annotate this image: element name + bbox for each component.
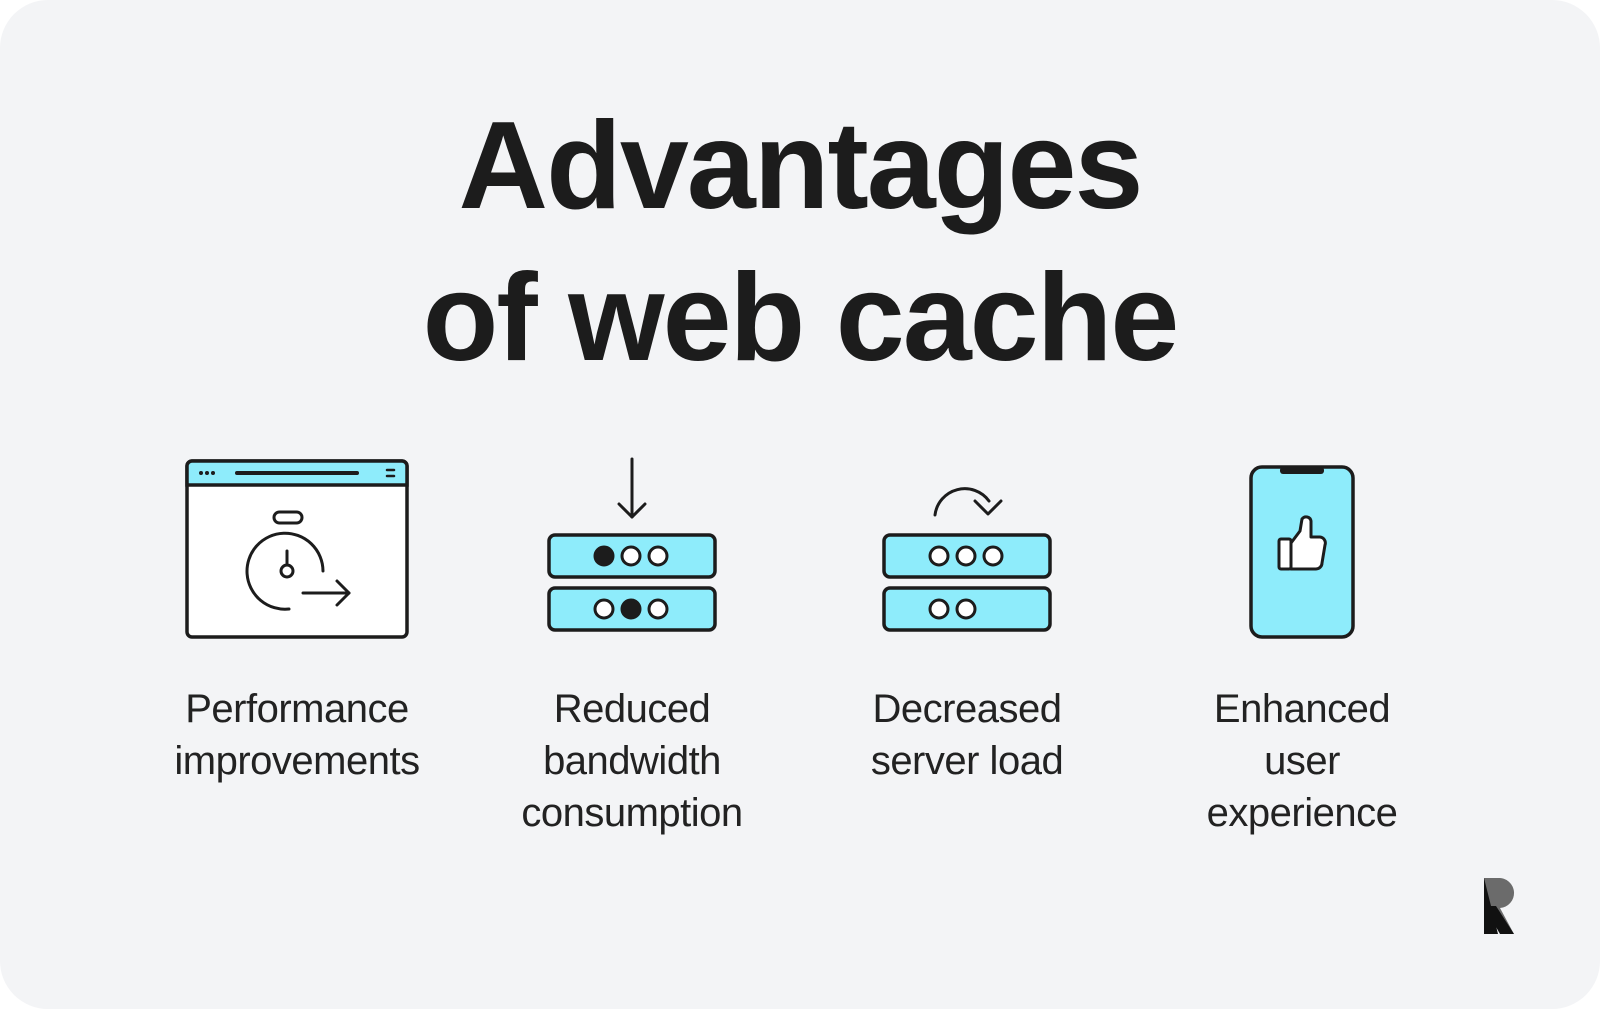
- label-line: consumption: [521, 791, 743, 835]
- label-line: bandwidth: [543, 739, 721, 783]
- server-download-icon: [547, 457, 717, 632]
- advantage-performance: Performance improvements: [137, 455, 457, 855]
- advantage-label: Enhanced user experience: [1142, 683, 1462, 839]
- title-line-2: of web cache: [422, 249, 1180, 387]
- phone-thumbs-up-icon: [1249, 465, 1355, 639]
- advantage-label: Decreased server load: [807, 683, 1127, 787]
- advantage-user-experience: Enhanced user experience: [1142, 455, 1462, 855]
- label-line: Decreased: [872, 687, 1062, 731]
- label-line: Reduced: [553, 687, 711, 731]
- title-line-1: Advantages: [458, 97, 1144, 235]
- label-line: experience: [1206, 791, 1398, 835]
- server-refresh-icon: [882, 487, 1052, 632]
- page-title: Advantages of web cache: [0, 90, 1600, 394]
- label-line: Enhanced: [1213, 687, 1391, 731]
- advantage-label: Reduced bandwidth consumption: [472, 683, 792, 839]
- brand-logo-icon: [1484, 878, 1515, 934]
- advantage-server-load: Decreased server load: [807, 455, 1127, 855]
- label-line: improvements: [174, 739, 420, 783]
- browser-stopwatch-icon: [185, 459, 409, 639]
- label-line: user: [1264, 739, 1340, 783]
- label-line: server load: [870, 739, 1064, 783]
- advantage-label: Performance improvements: [137, 683, 457, 787]
- label-line: Performance: [185, 687, 409, 731]
- advantage-bandwidth: Reduced bandwidth consumption: [472, 455, 792, 855]
